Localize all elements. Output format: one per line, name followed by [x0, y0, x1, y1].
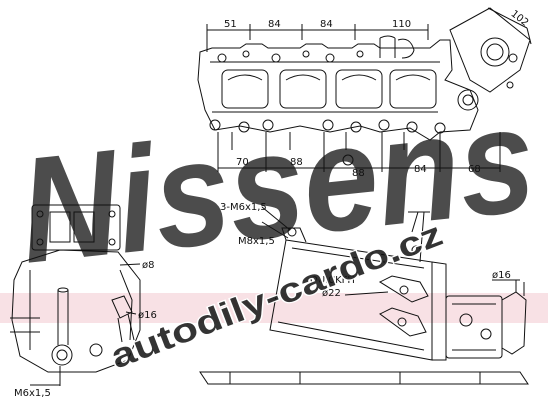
callout-dia-16-right: ø16 — [492, 270, 511, 281]
dim-top-110: 110 — [392, 19, 411, 30]
dim-bottom-88-a: 88 — [290, 157, 303, 168]
dim-top-84-a: 84 — [268, 19, 281, 30]
dim-top-84-b: 84 — [320, 19, 333, 30]
intake-manifold — [197, 7, 532, 172]
dim-bottom-84: 84 — [414, 164, 427, 175]
callout-dia-22: ø22 — [322, 288, 341, 299]
dim-bottom-88-b: 88 — [352, 168, 365, 179]
dim-bottom-70: 70 — [236, 157, 249, 168]
dim-bottom-68: 68 — [468, 164, 481, 175]
callout-thread-bottom: M6x1,5 — [14, 388, 51, 399]
callout-thread-m8: M8x1,5 — [238, 236, 275, 247]
right-end-tank — [445, 279, 527, 359]
callout-dia-16-left: ø16 — [138, 310, 157, 321]
watermark-brand: Nissens — [12, 74, 542, 295]
intercooler-core — [199, 206, 529, 385]
callout-thread-3m6: 3-M6x1,5 — [220, 202, 267, 213]
callout-quickfit: QUICKFIT — [310, 275, 357, 286]
callout-dia-8: ø8 — [142, 260, 154, 271]
side-view-assembly — [10, 204, 141, 386]
dim-top-51: 51 — [224, 19, 237, 30]
